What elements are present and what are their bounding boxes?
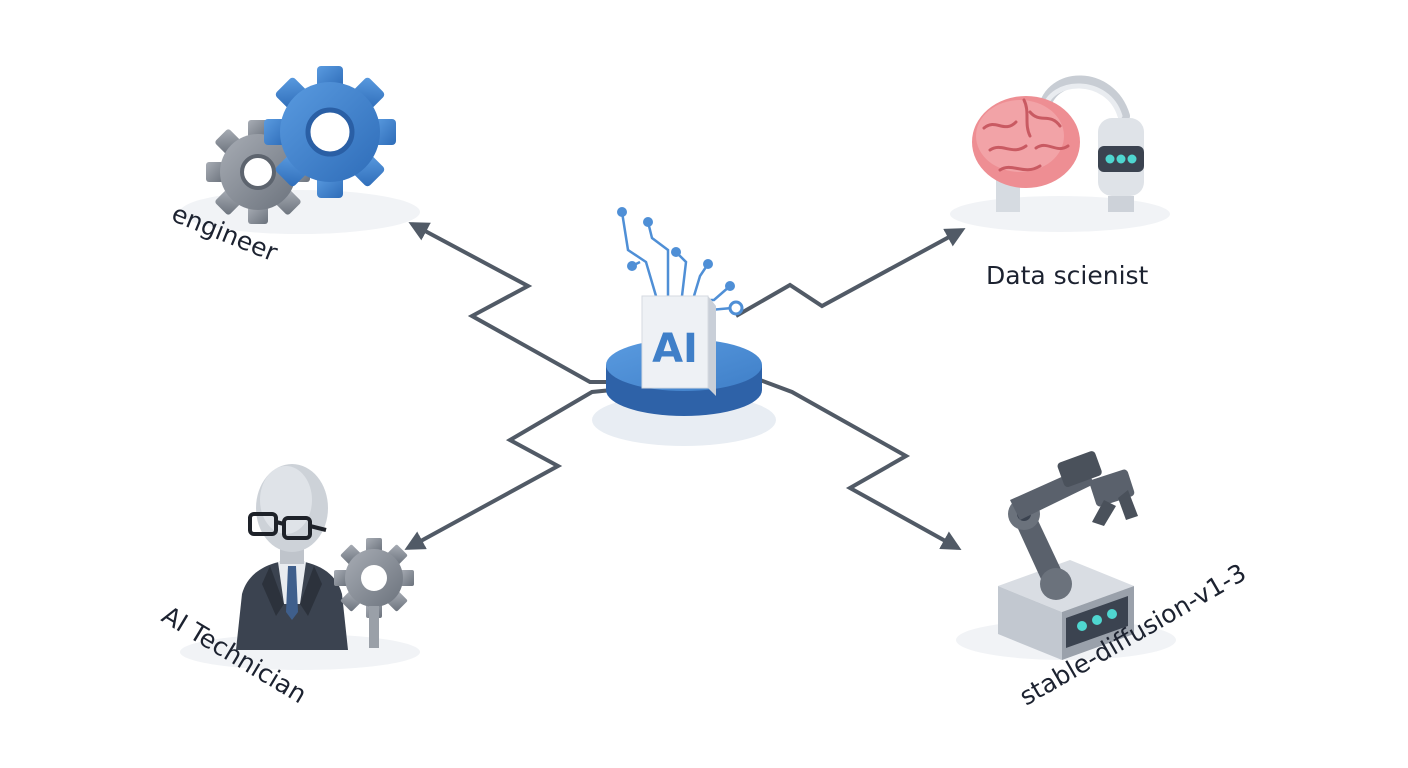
gears-icon — [206, 66, 396, 224]
gear-icon — [334, 538, 414, 648]
ai-center-label: AI — [652, 326, 698, 372]
stable-diffusion-node: stable-diffusion-v1-3 — [956, 451, 1251, 711]
robotic-arm-icon — [998, 451, 1138, 660]
connector-ai-technician — [404, 388, 613, 550]
connector-engineer — [408, 222, 612, 384]
technician-person-icon — [236, 464, 348, 650]
engineer-node: engineer — [168, 66, 420, 267]
ai-center-node: AI — [592, 207, 776, 446]
connector-data-scientist — [735, 228, 966, 318]
connector-stable-diffusion — [759, 378, 962, 550]
brain-robot-icon — [972, 75, 1144, 212]
ai-technician-node: AI Technician — [157, 464, 420, 709]
circuit-icon — [620, 211, 733, 312]
connectors — [404, 222, 966, 550]
data-scientist-label: Data scienist — [986, 261, 1149, 290]
data-scientist-node: Data scienist — [950, 75, 1170, 290]
